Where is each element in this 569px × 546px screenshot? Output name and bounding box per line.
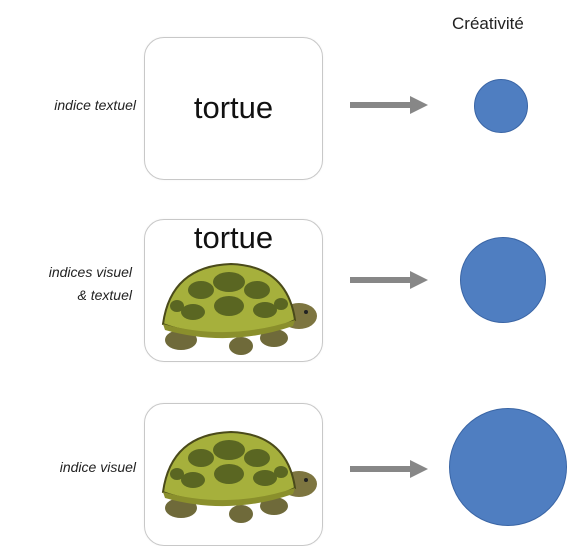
- creativity-circle-medium: [460, 237, 546, 323]
- card-word: tortue: [193, 220, 274, 255]
- row-label-textual: indice textuel: [54, 97, 136, 113]
- row-label-visual: indice visuel: [59, 459, 136, 475]
- turtle-image: [161, 262, 317, 355]
- row-label-visual-textual: indices visuel & textuel: [8, 261, 132, 307]
- right-arrow-icon: [350, 271, 428, 289]
- row-label-line2: & textuel: [77, 287, 132, 303]
- creativity-circle-small: [474, 79, 528, 133]
- right-arrow-icon: [350, 96, 428, 114]
- creativity-header: Créativité: [452, 14, 524, 33]
- card-word: tortue: [193, 90, 274, 125]
- right-arrow-icon: [350, 460, 428, 478]
- card-textual: tortue: [144, 37, 323, 180]
- creativity-circle-large: [449, 408, 567, 526]
- card-visual-textual: tortue: [144, 219, 323, 362]
- card-visual: [144, 403, 323, 546]
- row-label-line1: indices visuel: [48, 264, 132, 280]
- turtle-image: [161, 430, 317, 523]
